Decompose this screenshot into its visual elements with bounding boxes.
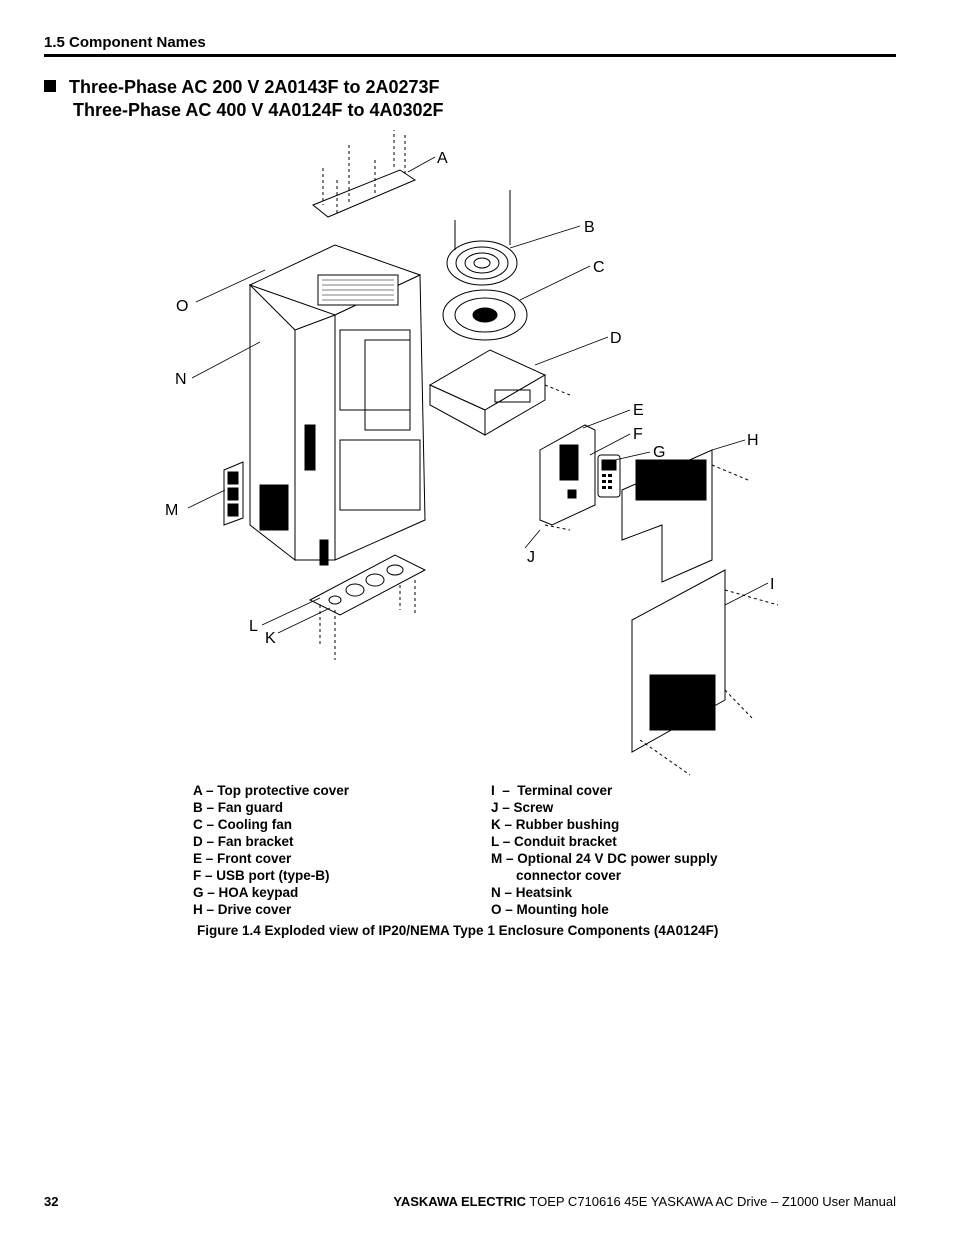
callout-j: J xyxy=(527,549,535,566)
legend-key: J – xyxy=(491,800,514,815)
fan-guard xyxy=(446,190,518,286)
legend-item: E – Front cover xyxy=(193,850,349,867)
legend-text: connector cover xyxy=(516,868,622,883)
footer-doc: TOEP C710616 45E YASKAWA AC Drive – Z100… xyxy=(526,1194,896,1209)
legend-text: Front cover xyxy=(217,851,292,866)
legend-item: M – Optional 24 V DC power supply xyxy=(491,850,718,867)
callout-h: H xyxy=(747,432,759,449)
footer-text: YASKAWA ELECTRIC TOEP C710616 45E YASKAW… xyxy=(393,1194,896,1209)
legend-item: G – HOA keypad xyxy=(193,884,349,901)
legend-key: K – xyxy=(491,817,516,832)
exploded-view-figure: A B C D E F G H I J K L M N O xyxy=(165,130,779,776)
legend-text: Mounting hole xyxy=(516,902,609,917)
legend-item: C – Cooling fan xyxy=(193,816,349,833)
legend-key: L – xyxy=(491,834,515,849)
legend-text: USB port (type-B) xyxy=(216,868,330,883)
legend-item: O – Mounting hole xyxy=(491,901,718,918)
callout-g: G xyxy=(653,444,665,461)
fan-bracket xyxy=(428,349,547,436)
conduit-bracket xyxy=(308,554,427,616)
legend-key: G – xyxy=(193,885,219,900)
legend-item: H – Drive cover xyxy=(193,901,349,918)
legend-key: O – xyxy=(491,902,517,917)
legend-item: N – Heatsink xyxy=(491,884,718,901)
legend-key: C – xyxy=(193,817,218,832)
subheading-line2: Three-Phase AC 400 V 4A0124F to 4A0302F xyxy=(73,100,444,120)
legend-key: H – xyxy=(193,902,218,917)
callout-a: A xyxy=(437,150,448,167)
callout-o: O xyxy=(176,298,188,315)
legend-text: Rubber bushing xyxy=(515,817,620,832)
legend-text: Conduit bracket xyxy=(514,834,617,849)
callout-i: I xyxy=(770,576,774,593)
legend-key: F – xyxy=(193,868,217,883)
hoa-keypad xyxy=(597,454,621,498)
legend-item-continued: connector cover xyxy=(491,867,718,884)
callout-k: K xyxy=(265,630,276,647)
callout-f: F xyxy=(633,426,643,443)
front-cover xyxy=(539,424,596,526)
legend-item: B – Fan guard xyxy=(193,799,349,816)
legend-left: A – Top protective cover B – Fan guard C… xyxy=(193,782,349,918)
top-protective-cover xyxy=(312,130,417,218)
legend-item: K – Rubber bushing xyxy=(491,816,718,833)
cooling-fan xyxy=(442,289,528,341)
legend-item: D – Fan bracket xyxy=(193,833,349,850)
legend-key: N – xyxy=(491,885,516,900)
callout-n: N xyxy=(175,371,187,388)
legend-text: Optional 24 V DC power supply xyxy=(517,851,718,866)
drive-chassis xyxy=(248,244,426,566)
legend-text: HOA keypad xyxy=(218,885,299,900)
terminal-cover xyxy=(631,569,726,753)
callout-d: D xyxy=(610,330,622,347)
legend-text: Drive cover xyxy=(217,902,292,917)
legend-key: M – xyxy=(491,851,518,866)
legend-right: I – Terminal cover J – Screw K – Rubber … xyxy=(491,782,718,918)
legend-key: B – xyxy=(193,800,218,815)
legend-text: Heatsink xyxy=(515,885,573,900)
callout-m: M xyxy=(165,502,178,519)
legend-item: F – USB port (type-B) xyxy=(193,867,349,884)
subheading: Three-Phase AC 200 V 2A0143F to 2A0273F … xyxy=(44,76,444,122)
legend-text: Terminal cover xyxy=(517,783,613,798)
legend-text: Fan guard xyxy=(217,800,284,815)
callout-c: C xyxy=(593,259,605,276)
footer-brand: YASKAWA ELECTRIC xyxy=(393,1194,527,1209)
bullet-square-icon xyxy=(44,80,56,92)
legend-item: J – Screw xyxy=(491,799,718,816)
callout-e: E xyxy=(633,402,644,419)
legend-text: Top protective cover xyxy=(217,783,350,798)
page-number: 32 xyxy=(44,1194,59,1209)
legend-text: Fan bracket xyxy=(217,834,294,849)
legend-key: A – xyxy=(193,783,218,798)
legend-key: I – xyxy=(491,783,518,798)
legend-key: E – xyxy=(193,851,218,866)
figure-caption: Figure 1.4 Exploded view of IP20/NEMA Ty… xyxy=(197,923,719,938)
legend-text: Cooling fan xyxy=(217,817,293,832)
legend-text: Screw xyxy=(513,800,554,815)
subheading-line1: Three-Phase AC 200 V 2A0143F to 2A0273F xyxy=(69,77,440,97)
connector-cover xyxy=(223,461,289,531)
callout-b: B xyxy=(584,219,595,236)
legend-key: D – xyxy=(193,834,218,849)
callout-l: L xyxy=(249,618,258,635)
legend-item: A – Top protective cover xyxy=(193,782,349,799)
legend-item: I – Terminal cover xyxy=(491,782,718,799)
section-header: 1.5 Component Names xyxy=(44,34,206,51)
header-rule xyxy=(44,54,896,57)
legend-item: L – Conduit bracket xyxy=(491,833,718,850)
drive-cover xyxy=(621,449,713,583)
